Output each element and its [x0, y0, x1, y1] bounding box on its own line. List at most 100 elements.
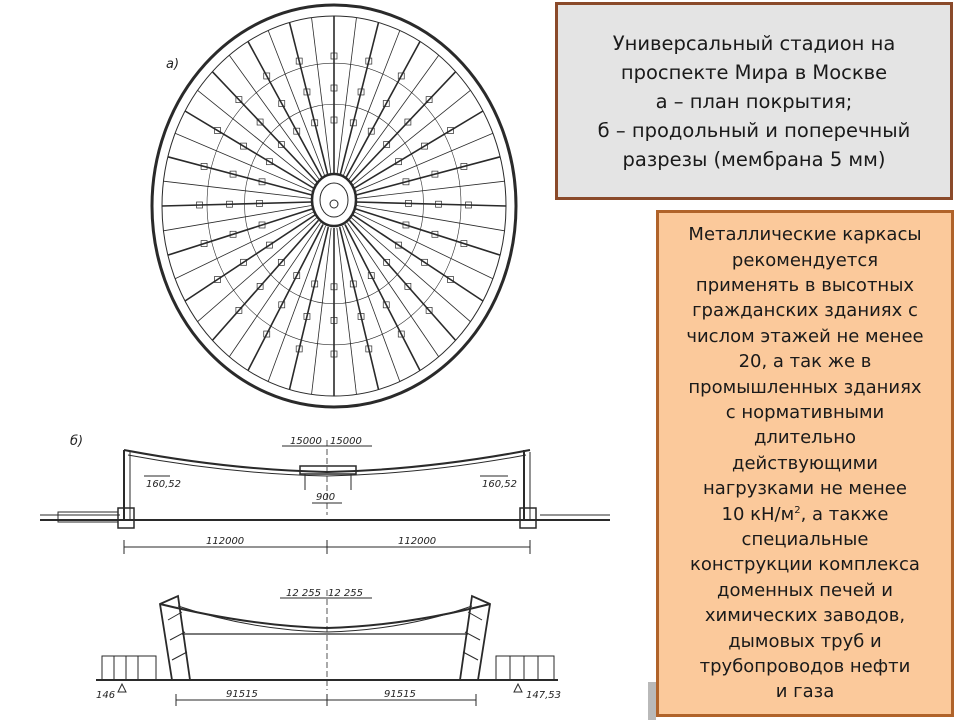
plan-rib — [354, 211, 494, 280]
plan-rib-brace — [229, 230, 237, 238]
plan-rib-brace — [258, 178, 266, 186]
plan-rib-brace — [431, 170, 439, 178]
title-box: Универсальный стадион на проспекте Мира … — [555, 2, 953, 200]
info-box: Металлические каркасы рекомендуется прим… — [656, 210, 954, 717]
plan-rib — [355, 207, 501, 256]
plan-rib-brace — [303, 313, 311, 320]
plan-rib — [167, 207, 313, 256]
info-line: доменных печей и — [717, 579, 893, 601]
plan-rib — [228, 222, 321, 357]
plan-rib-brace — [460, 240, 468, 247]
info-line: длительно — [753, 427, 857, 449]
plan-rib-brace — [311, 119, 319, 127]
plan-rib-brace — [382, 301, 390, 309]
s2-level-right: 147,53 — [526, 690, 561, 701]
plan-rib — [161, 201, 313, 207]
plan-rib-brace — [425, 96, 433, 103]
plan-rib-brace — [431, 230, 439, 238]
plan-rib — [167, 156, 313, 197]
plan-rib — [197, 90, 317, 187]
info-line: действующими — [732, 452, 878, 474]
s1-span-left: 112000 — [206, 536, 244, 547]
plan-rib — [197, 217, 317, 322]
plan-rib-brace — [382, 100, 390, 107]
plan-rib — [347, 222, 440, 357]
plan-label: а) — [166, 57, 179, 72]
transverse-section — [96, 590, 558, 706]
plan-rib — [211, 219, 320, 341]
info-line: и газа — [775, 681, 835, 703]
plan-outer-ring — [150, 3, 518, 409]
plan-rib-brace — [278, 301, 286, 309]
plan-rib — [355, 204, 505, 232]
title-text: Универсальный стадион на проспекте Мира … — [590, 29, 919, 174]
plan-rib-brace — [330, 116, 338, 124]
title-line: а – план покрытия; — [655, 89, 853, 113]
plan-rib-brace — [295, 57, 303, 65]
plan-rib — [342, 30, 401, 179]
s2-span-left: 91515 — [226, 689, 258, 700]
plan-rib-brace — [235, 96, 243, 103]
plan-rib-brace — [465, 201, 472, 209]
load-sup: 2 — [794, 504, 801, 516]
plan-rib-brace — [447, 127, 454, 134]
plan-rib-brace — [263, 72, 271, 80]
title-line: проспекте Мира в Москве — [620, 60, 888, 84]
info-line: применять в высотных — [695, 274, 915, 296]
info-line: числом этажей не менее — [686, 325, 924, 347]
plan-rib — [348, 71, 457, 185]
footer-strip — [648, 682, 656, 720]
plan-rib-brace — [330, 283, 338, 291]
plan-ring-line — [206, 62, 462, 346]
plan-rib — [163, 204, 313, 232]
plan-rib-brace — [235, 307, 243, 314]
plan-rib-brace — [200, 240, 208, 247]
info-line: Металлические каркасы — [688, 224, 922, 246]
s1-level-left: 160,52 — [146, 479, 181, 490]
plan-rib-brace — [397, 330, 405, 338]
plan-rib-brace — [357, 313, 365, 320]
section-label: б) — [70, 434, 83, 449]
longitudinal-section: б) — [40, 434, 610, 554]
plan-radial-ribs — [161, 16, 507, 396]
plan-rib-brace — [278, 100, 286, 107]
info-line: специальные — [741, 529, 869, 551]
s2-level-left: 146 — [96, 690, 115, 701]
plan-rib — [352, 110, 484, 190]
plan-ring-line — [244, 103, 424, 305]
plan-rib-brace — [200, 163, 208, 170]
plan-rib-brace — [226, 200, 233, 208]
plan-rib-brace — [330, 84, 338, 92]
title-line: б – продольный и поперечный — [597, 118, 911, 142]
plan-rib-brace — [258, 221, 266, 229]
plan-rib — [267, 225, 326, 382]
plan-rib — [288, 22, 330, 178]
info-line: дымовых труб и — [728, 630, 882, 652]
plan-rib-brace — [367, 127, 375, 135]
plan-rib-brace — [311, 280, 319, 288]
plan-rib-brace — [214, 276, 221, 283]
plan-rib-brace — [266, 158, 273, 166]
plan-rib-brace — [240, 142, 247, 150]
plan-rib — [342, 225, 401, 382]
plan-rib — [311, 227, 332, 395]
plan-rib-brace — [349, 119, 357, 127]
plan-rib-brace — [256, 118, 264, 126]
plan-rib-brace — [421, 258, 428, 266]
plan-rib — [211, 71, 320, 185]
plan-rib-brace — [229, 170, 237, 178]
plan-rib — [247, 224, 324, 371]
s1-dim-center: 900 — [316, 492, 335, 503]
plan-rib-brace — [303, 88, 311, 96]
plan-rib-brace — [405, 200, 412, 207]
info-line: 20, а так же в — [738, 351, 872, 373]
plan-rib-brace — [277, 259, 285, 266]
plan-rib — [163, 180, 313, 200]
plan-rib — [352, 214, 484, 302]
plan-rib-brace — [293, 272, 301, 279]
plan-rib-brace — [240, 258, 247, 266]
s2-span-right: 91515 — [384, 689, 416, 700]
s2-dim-top-right: 12 255 — [328, 588, 363, 599]
roof-plan: а) — [150, 3, 518, 409]
plan-rib-brace — [404, 118, 412, 126]
